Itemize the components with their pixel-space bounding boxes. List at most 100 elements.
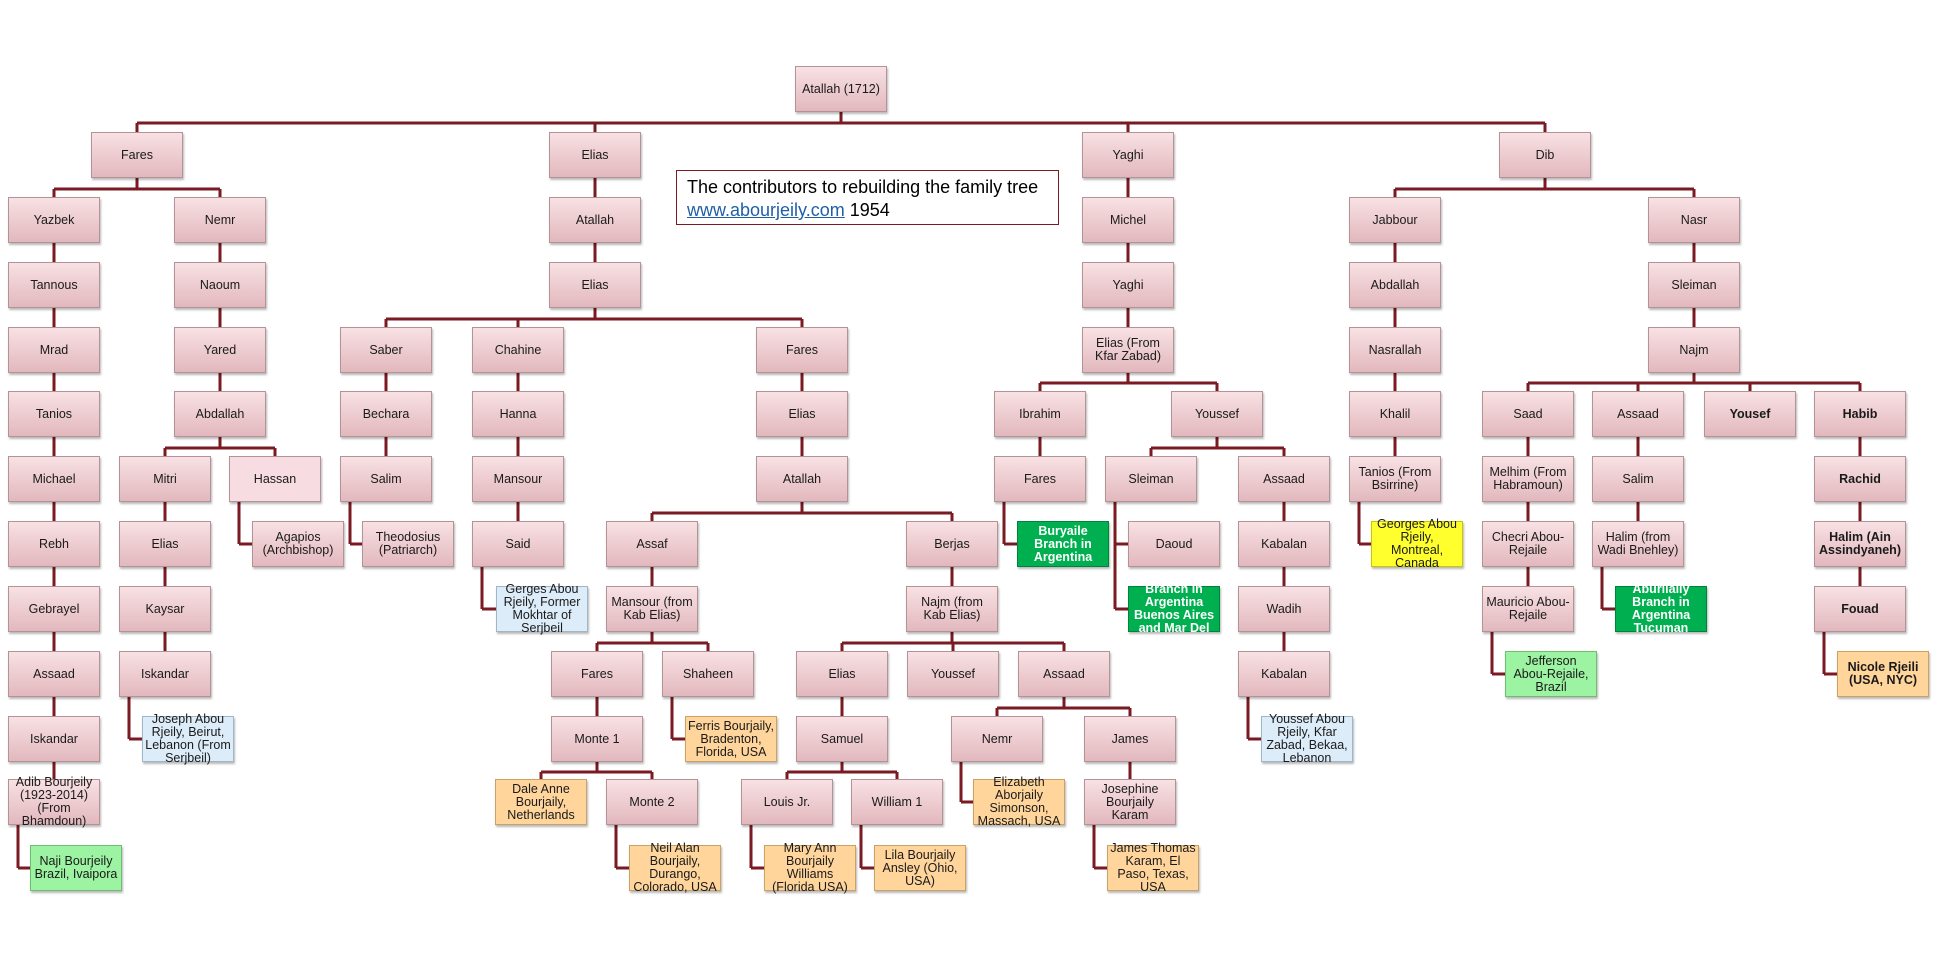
person-nasrallah: Nasrallah: [1349, 327, 1441, 373]
person-ferris: Ferris Bourjaily, Bradenton, Florida, US…: [685, 716, 777, 762]
person-dib: Dib: [1499, 132, 1591, 178]
person-maryann: Mary Ann Bourjaily Williams (Florida USA…: [764, 842, 856, 894]
person-kaysar: Kaysar: [119, 586, 211, 632]
person-rebh: Rebh: [8, 521, 100, 567]
person-youssef-kz: Youssef Abou Rjeily, Kfar Zabad, Bekaa, …: [1261, 713, 1353, 765]
person-dale: Dale Anne Bourjaily, Netherlands: [495, 779, 587, 825]
contributors-link[interactable]: www.abourjeily.com: [687, 200, 845, 220]
person-aburilaily: Aburilaily Branch in Argentina Tucuman: [1615, 583, 1707, 635]
person-bechara: Bechara: [340, 391, 432, 437]
person-elias-f: Elias: [756, 391, 848, 437]
person-mrad: Mrad: [8, 327, 100, 373]
person-yaghi: Yaghi: [1082, 132, 1174, 178]
person-elias-e2: Elias: [549, 262, 641, 308]
person-fares-m: Fares: [551, 651, 643, 697]
person-nemr-a: Nemr: [951, 716, 1043, 762]
person-najm-n: Najm: [1648, 327, 1740, 373]
person-jabbour: Jabbour: [1349, 197, 1441, 243]
person-tanios-b: Tanios (From Bsirrine): [1349, 456, 1441, 502]
person-salim-a: Salim: [1592, 456, 1684, 502]
person-mauricio: Mauricio Abou-Rejaile: [1482, 586, 1574, 632]
person-checri: Checri Abou-Rejaile: [1482, 521, 1574, 567]
person-buryaile: Buryaile Branch in Argentina: [1017, 521, 1109, 567]
contributors-note: The contributors to rebuilding the famil…: [676, 170, 1059, 225]
person-kabalan2: Kabalan: [1238, 651, 1330, 697]
person-adib: Adib Bourjeily (1923-2014) (From Bhamdou…: [8, 776, 100, 828]
person-joseph: Joseph Abou Rjeily, Beirut, Lebanon (Fro…: [142, 713, 234, 765]
person-assaad-y: Assaad: [1238, 456, 1330, 502]
person-saber: Saber: [340, 327, 432, 373]
person-atallah-f: Atallah: [756, 456, 848, 502]
person-rachid: Rachid: [1814, 456, 1906, 502]
person-fares-i: Fares: [994, 456, 1086, 502]
person-abdallah-j: Abdallah: [1349, 262, 1441, 308]
person-assaad-a: Assaad: [8, 651, 100, 697]
person-michel: Michel: [1082, 197, 1174, 243]
person-elias-kz: Elias (From Kfar Zabad): [1082, 327, 1174, 373]
person-hassan: Hassan: [229, 456, 321, 502]
person-salim-s: Salim: [340, 456, 432, 502]
person-gerges: Gerges Abou Rjeily, Former Mokhtar of Se…: [496, 583, 588, 635]
person-agapios: Agapios (Archbishop): [252, 521, 344, 567]
person-atallah-e: Atallah: [549, 197, 641, 243]
person-sleiman-y: Sleiman: [1105, 456, 1197, 502]
person-halim-w: Halim (from Wadi Bnehley): [1592, 521, 1684, 567]
person-assaad-n: Assaad: [1018, 651, 1110, 697]
person-elias-m: Elias: [119, 521, 211, 567]
person-mitri: Mitri: [119, 456, 211, 502]
person-youssef-n: Youssef: [907, 651, 999, 697]
person-yared: Yared: [174, 327, 266, 373]
person-elias: Elias: [549, 132, 641, 178]
person-nicole: Nicole Rjeili (USA, NYC): [1837, 651, 1929, 697]
person-iskandar-a: Iskandar: [8, 716, 100, 762]
person-assaf: Assaf: [606, 521, 698, 567]
person-wadih: Wadih: [1238, 586, 1330, 632]
person-sleiman-n: Sleiman: [1648, 262, 1740, 308]
person-berjas: Berjas: [906, 521, 998, 567]
person-habib: Habib: [1814, 391, 1906, 437]
person-samuel: Samuel: [796, 716, 888, 762]
person-fares: Fares: [91, 132, 183, 178]
contributors-year: 1954: [849, 200, 890, 220]
person-shaheen: Shaheen: [662, 651, 754, 697]
person-atallah-root: Atallah (1712): [795, 66, 887, 112]
person-monte2: Monte 2: [606, 779, 698, 825]
person-elias-n: Elias: [796, 651, 888, 697]
person-jefferson: Jefferson Abou-Rejaile, Brazil: [1505, 651, 1597, 697]
person-yaghi2: Yaghi: [1082, 262, 1174, 308]
person-nasr: Nasr: [1648, 197, 1740, 243]
contributors-text: The contributors to rebuilding the famil…: [687, 177, 1039, 197]
person-ibrahim: Ibrahim: [994, 391, 1086, 437]
person-abdallah-n: Abdallah: [174, 391, 266, 437]
person-monte1: Monte 1: [551, 716, 643, 762]
person-saad: Saad: [1482, 391, 1574, 437]
person-najm-k: Najm (from Kab Elias): [906, 586, 998, 632]
person-michael: Michael: [8, 456, 100, 502]
person-william: William 1: [851, 779, 943, 825]
person-gebrayel: Gebrayel: [8, 586, 100, 632]
person-daoud: Daoud: [1128, 521, 1220, 567]
person-louis: Louis Jr.: [741, 779, 833, 825]
person-nemr: Nemr: [174, 197, 266, 243]
person-said: Said: [472, 521, 564, 567]
person-fouad: Fouad: [1814, 586, 1906, 632]
person-mansour-c: Mansour: [472, 456, 564, 502]
person-yousef: Yousef: [1704, 391, 1796, 437]
person-fares-e: Fares: [756, 327, 848, 373]
person-khalil: Khalil: [1349, 391, 1441, 437]
person-georges: Georges Abou Rjeily, Montreal, Canada: [1371, 518, 1463, 570]
person-josephine: Josephine Bourjaily Karam: [1084, 779, 1176, 825]
person-naoum: Naoum: [174, 262, 266, 308]
person-neil: Neil Alan Bourjaily, Durango, Colorado, …: [629, 842, 721, 894]
person-assaad-s: Assaad: [1592, 391, 1684, 437]
person-elizabeth: Elizabeth Aborjaily Simonson, Massach, U…: [973, 776, 1065, 828]
person-iskandar-m: Iskandar: [119, 651, 211, 697]
person-jtkaram: James Thomas Karam, El Paso, Texas, USA: [1107, 842, 1199, 894]
person-halim-ain: Halim (Ain Assindyaneh): [1814, 521, 1906, 567]
person-naji: Naji Bourjeily Brazil, Ivaipora: [30, 845, 122, 891]
person-kabalan1: Kabalan: [1238, 521, 1330, 567]
person-tannous: Tannous: [8, 262, 100, 308]
person-chahine: Chahine: [472, 327, 564, 373]
